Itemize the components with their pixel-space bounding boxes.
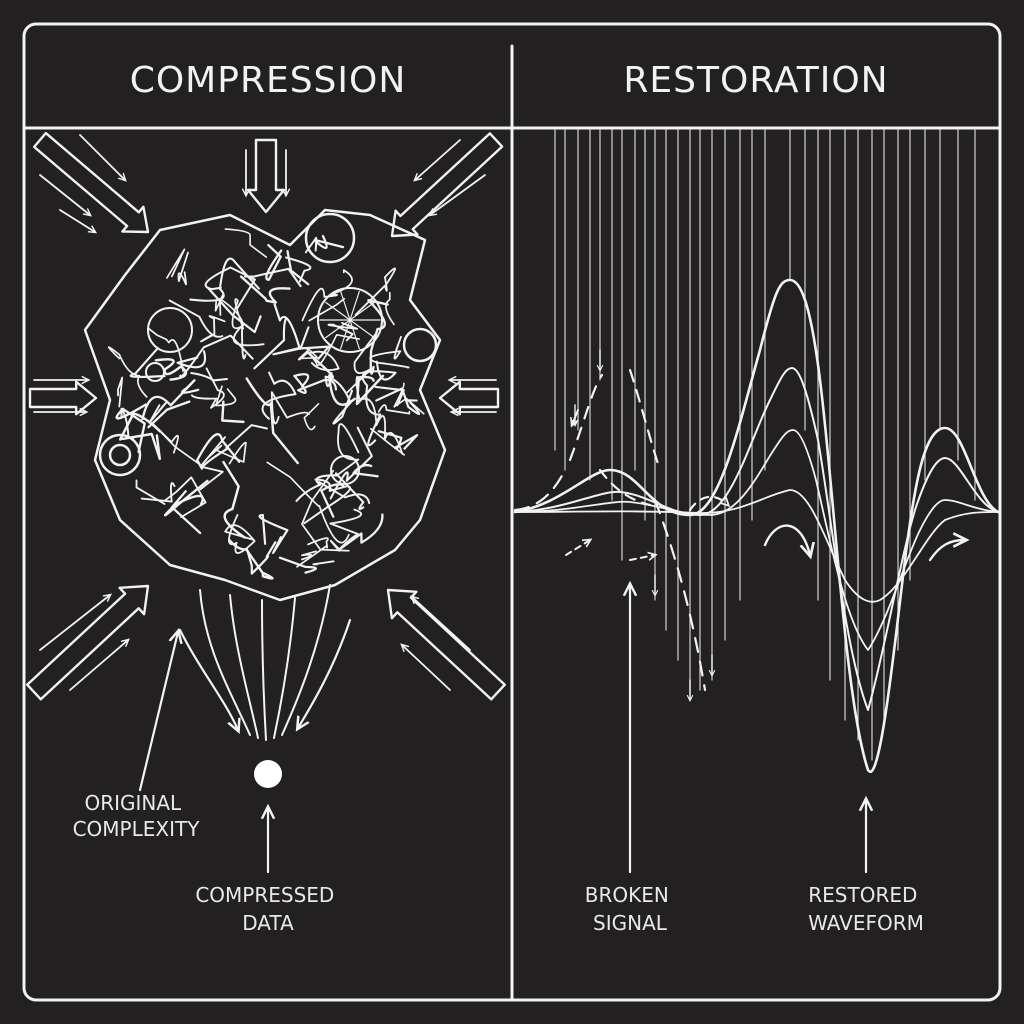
- inward-arrow-icon: [438, 380, 500, 416]
- point-marker-icon: [254, 760, 282, 788]
- restoration-panel: BROKEN SIGNAL RESTORED WAVEFORM: [513, 129, 1000, 935]
- restored-waveform-label: RESTORED WAVEFORM: [808, 883, 924, 935]
- inward-arrow-icon: [26, 584, 150, 701]
- broken-signal-label: BROKEN SIGNAL: [585, 883, 675, 935]
- inward-arrow-icon: [28, 380, 98, 416]
- original-complexity-pointer: [138, 632, 178, 792]
- original-complexity-blob: [83, 208, 447, 602]
- restoration-title: RESTORATION: [623, 60, 888, 101]
- vertical-signal-lines: [554, 129, 976, 761]
- broken-signal: [513, 368, 728, 692]
- inward-arrow-icon: [390, 132, 504, 238]
- compression-panel: ORIGINAL COMPLEXITY COMPRESSED DATA: [26, 131, 506, 935]
- original-complexity-label: ORIGINAL COMPLEXITY: [73, 791, 201, 841]
- inward-arrow-icon: [26, 131, 506, 701]
- funnel-strands: [178, 584, 352, 741]
- inward-arrow-icon: [33, 131, 150, 234]
- compressed-data-label: COMPRESSED DATA: [195, 883, 340, 935]
- restored-waveform: [513, 278, 1000, 774]
- inward-arrow-icon: [386, 588, 506, 701]
- compression-title: COMPRESSION: [130, 60, 407, 101]
- inward-arrow-icon: [246, 138, 286, 214]
